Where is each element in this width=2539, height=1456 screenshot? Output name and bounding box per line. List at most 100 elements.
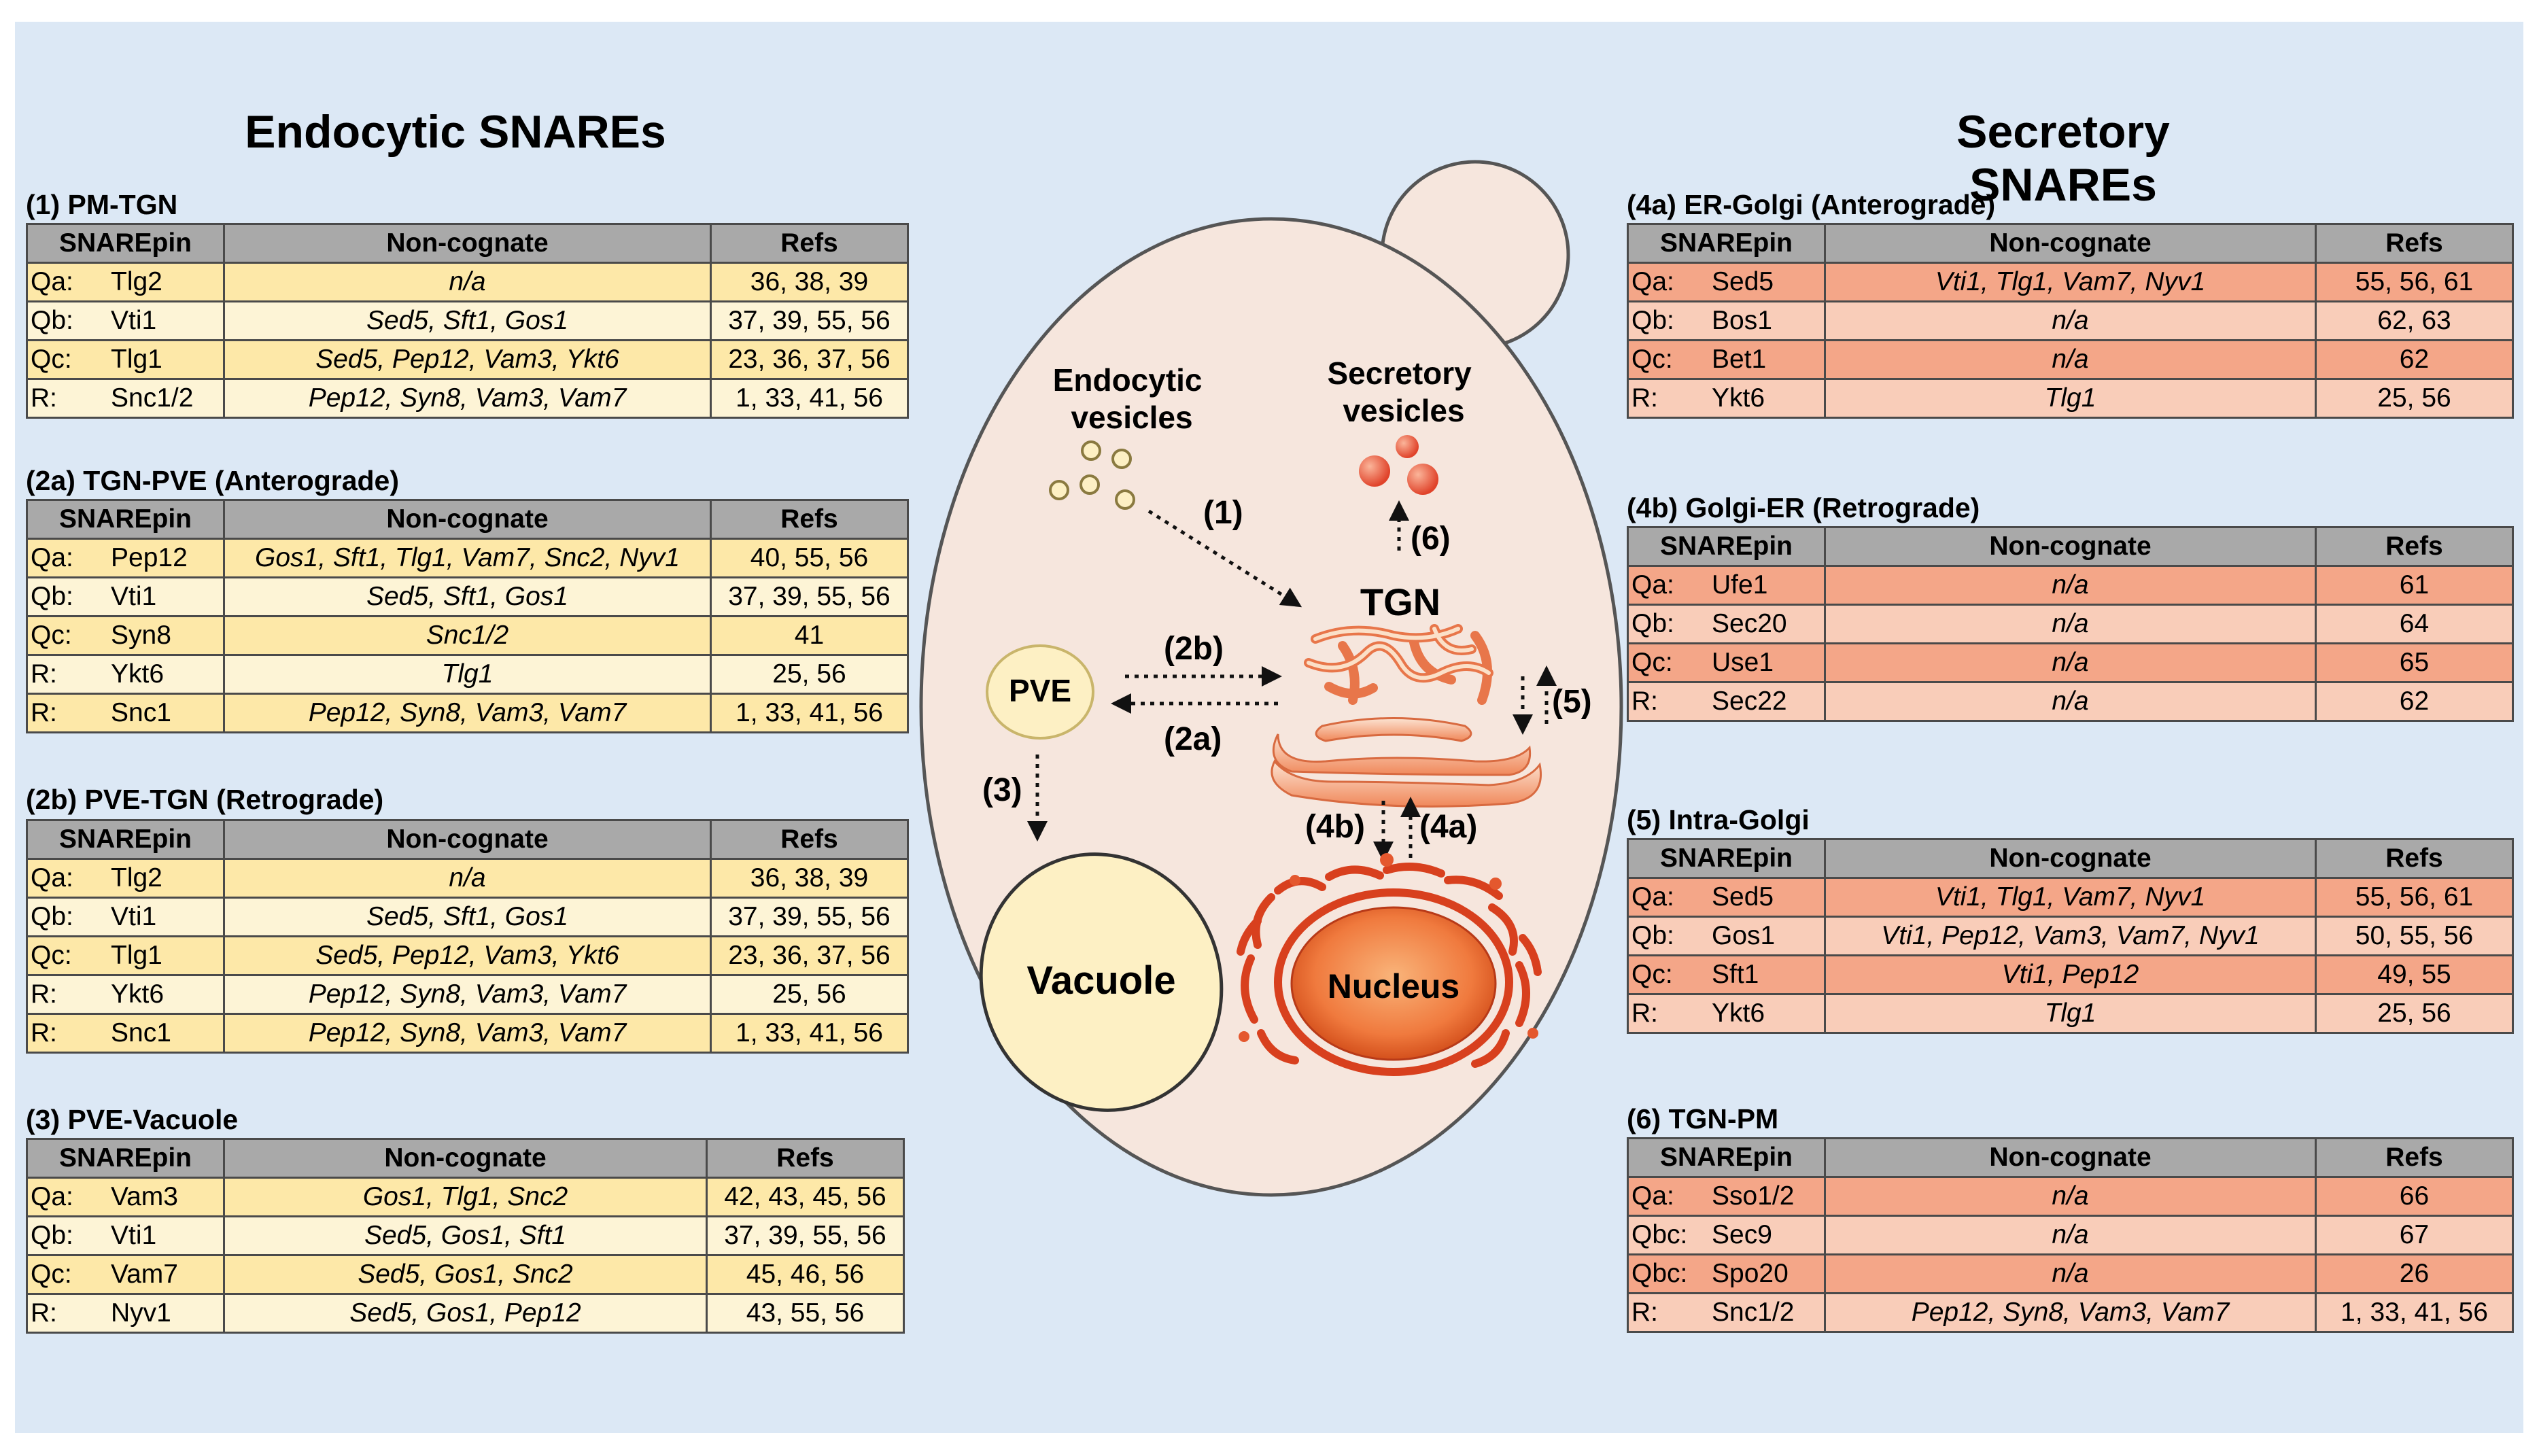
snarepin-cell: Qbc:Spo20 — [1627, 1253, 1826, 1294]
noncognate-cell: n/a — [1824, 1215, 2317, 1255]
column-header-snarepin: SNAREpin — [1627, 838, 1826, 879]
secretory-vesicle — [1407, 464, 1438, 495]
snarepin-cell: R:Ykt6 — [1627, 993, 1826, 1034]
snare-role: R: — [1631, 687, 1658, 716]
snare-role: R: — [31, 1018, 57, 1047]
endoplasmic-reticulum — [1237, 863, 1542, 1068]
noncognate-cell: Gos1, Tlg1, Snc2 — [223, 1177, 708, 1217]
noncognate-cell: Pep12, Syn8, Vam3, Vam7 — [223, 1013, 712, 1054]
snare-role: Qa: — [1631, 267, 1674, 296]
column-header-snarepin: SNAREpin — [26, 819, 225, 860]
snare-name: Ykt6 — [1712, 383, 1765, 413]
noncognate-cell: n/a — [223, 858, 712, 899]
snare-role: Qa: — [31, 863, 73, 892]
table-title-golgi-er: (4b) Golgi-ER (Retrograde) — [1627, 492, 1980, 523]
table-title-er-golgi: (4a) ER-Golgi (Anterograde) — [1627, 189, 1996, 220]
noncognate-cell: Sed5, Sft1, Gos1 — [223, 300, 712, 341]
snarepin-cell: Qa:Tlg2 — [26, 858, 225, 899]
snarepin-cell: Qa:Sed5 — [1627, 877, 1826, 918]
refs-cell: 1, 33, 41, 56 — [710, 1013, 909, 1054]
refs-cell: 25, 56 — [710, 974, 909, 1015]
secretory-heading: Secretory SNAREs — [1956, 106, 2170, 211]
snare-name: Vti1 — [111, 582, 157, 611]
er-fragment — [1380, 853, 1394, 867]
table-title-intra-golgi: (5) Intra-Golgi — [1627, 804, 1810, 835]
snare-role: Qbc: — [1631, 1220, 1688, 1249]
table-title-tgn-pve: (2a) TGN-PVE (Anterograde) — [26, 465, 399, 496]
snare-name: Syn8 — [111, 621, 171, 650]
label-pathway-3: (3) — [982, 772, 1022, 808]
snare-name: Tlg2 — [111, 267, 162, 296]
noncognate-cell: Tlg1 — [1824, 993, 2317, 1034]
golgi-cisterna — [1315, 717, 1472, 742]
snare-name: Tlg1 — [111, 345, 162, 374]
snare-name: Vam3 — [111, 1182, 178, 1211]
table-title-tgn-pm: (6) TGN-PM — [1627, 1103, 1779, 1134]
snare-role: Qc: — [31, 941, 72, 970]
column-header-refs: Refs — [710, 819, 909, 860]
er-fragment — [1527, 1028, 1538, 1039]
noncognate-cell: Pep12, Syn8, Vam3, Vam7 — [1824, 1292, 2317, 1333]
refs-cell: 55, 56, 61 — [2315, 877, 2514, 918]
column-header-refs: Refs — [2315, 1137, 2514, 1178]
refs-cell: 37, 39, 55, 56 — [710, 897, 909, 937]
snare-role: Qa: — [1631, 570, 1674, 600]
refs-cell: 43, 55, 56 — [706, 1293, 905, 1334]
noncognate-cell: Sed5, Pep12, Vam3, Ykt6 — [223, 339, 712, 380]
golgi-cisterna — [1272, 733, 1532, 776]
snare-name: Snc1/2 — [1712, 1298, 1795, 1327]
snarepin-cell: Qb:Vti1 — [26, 1215, 225, 1256]
refs-cell: 55, 56, 61 — [2315, 262, 2514, 302]
snare-name: Spo20 — [1712, 1259, 1789, 1288]
refs-cell: 42, 43, 45, 56 — [706, 1177, 905, 1217]
column-header-noncognate: Non-cognate — [223, 223, 712, 264]
snare-role: R: — [31, 383, 57, 413]
column-header-snarepin: SNAREpin — [1627, 526, 1826, 567]
noncognate-cell: n/a — [223, 262, 712, 302]
snarepin-cell: R:Nyv1 — [26, 1293, 225, 1334]
snarepin-cell: R:Ykt6 — [1627, 378, 1826, 419]
nucleus — [1290, 906, 1497, 1061]
snarepin-cell: Qa:Tlg2 — [26, 262, 225, 302]
refs-cell: 36, 38, 39 — [710, 858, 909, 899]
snare-role: Qc: — [1631, 648, 1673, 677]
noncognate-cell: Pep12, Syn8, Vam3, Vam7 — [223, 693, 712, 733]
snare-name: Vti1 — [111, 902, 157, 931]
column-header-refs: Refs — [2315, 526, 2514, 567]
noncognate-cell: Sed5, Gos1, Pep12 — [223, 1293, 708, 1334]
refs-cell: 26 — [2315, 1253, 2514, 1294]
snarepin-cell: Qb:Vti1 — [26, 576, 225, 617]
snare-role: R: — [1631, 1298, 1658, 1327]
golgi-cisterna — [1271, 759, 1542, 808]
column-header-snarepin: SNAREpin — [26, 1138, 225, 1179]
nucleus-label: Nucleus — [1328, 967, 1460, 1005]
snarepin-cell: R:Ykt6 — [26, 974, 225, 1015]
snare-name: Sec9 — [1712, 1220, 1772, 1249]
endocytic-vesicle — [1111, 449, 1132, 469]
snare-name: Gos1 — [1712, 921, 1776, 950]
tgn-label: TGN — [1360, 580, 1440, 623]
label-pathway-4a: (4a) — [1419, 809, 1477, 845]
snare-role: Qc: — [1631, 345, 1673, 374]
snare-name: Sft1 — [1712, 960, 1759, 989]
snarepin-cell: R:Snc1 — [26, 1013, 225, 1054]
refs-cell: 62, 63 — [2315, 300, 2514, 341]
snare-role: Qb: — [1631, 921, 1674, 950]
snare-name: Sec20 — [1712, 609, 1787, 638]
noncognate-cell: Sed5, Gos1, Sft1 — [223, 1215, 708, 1256]
